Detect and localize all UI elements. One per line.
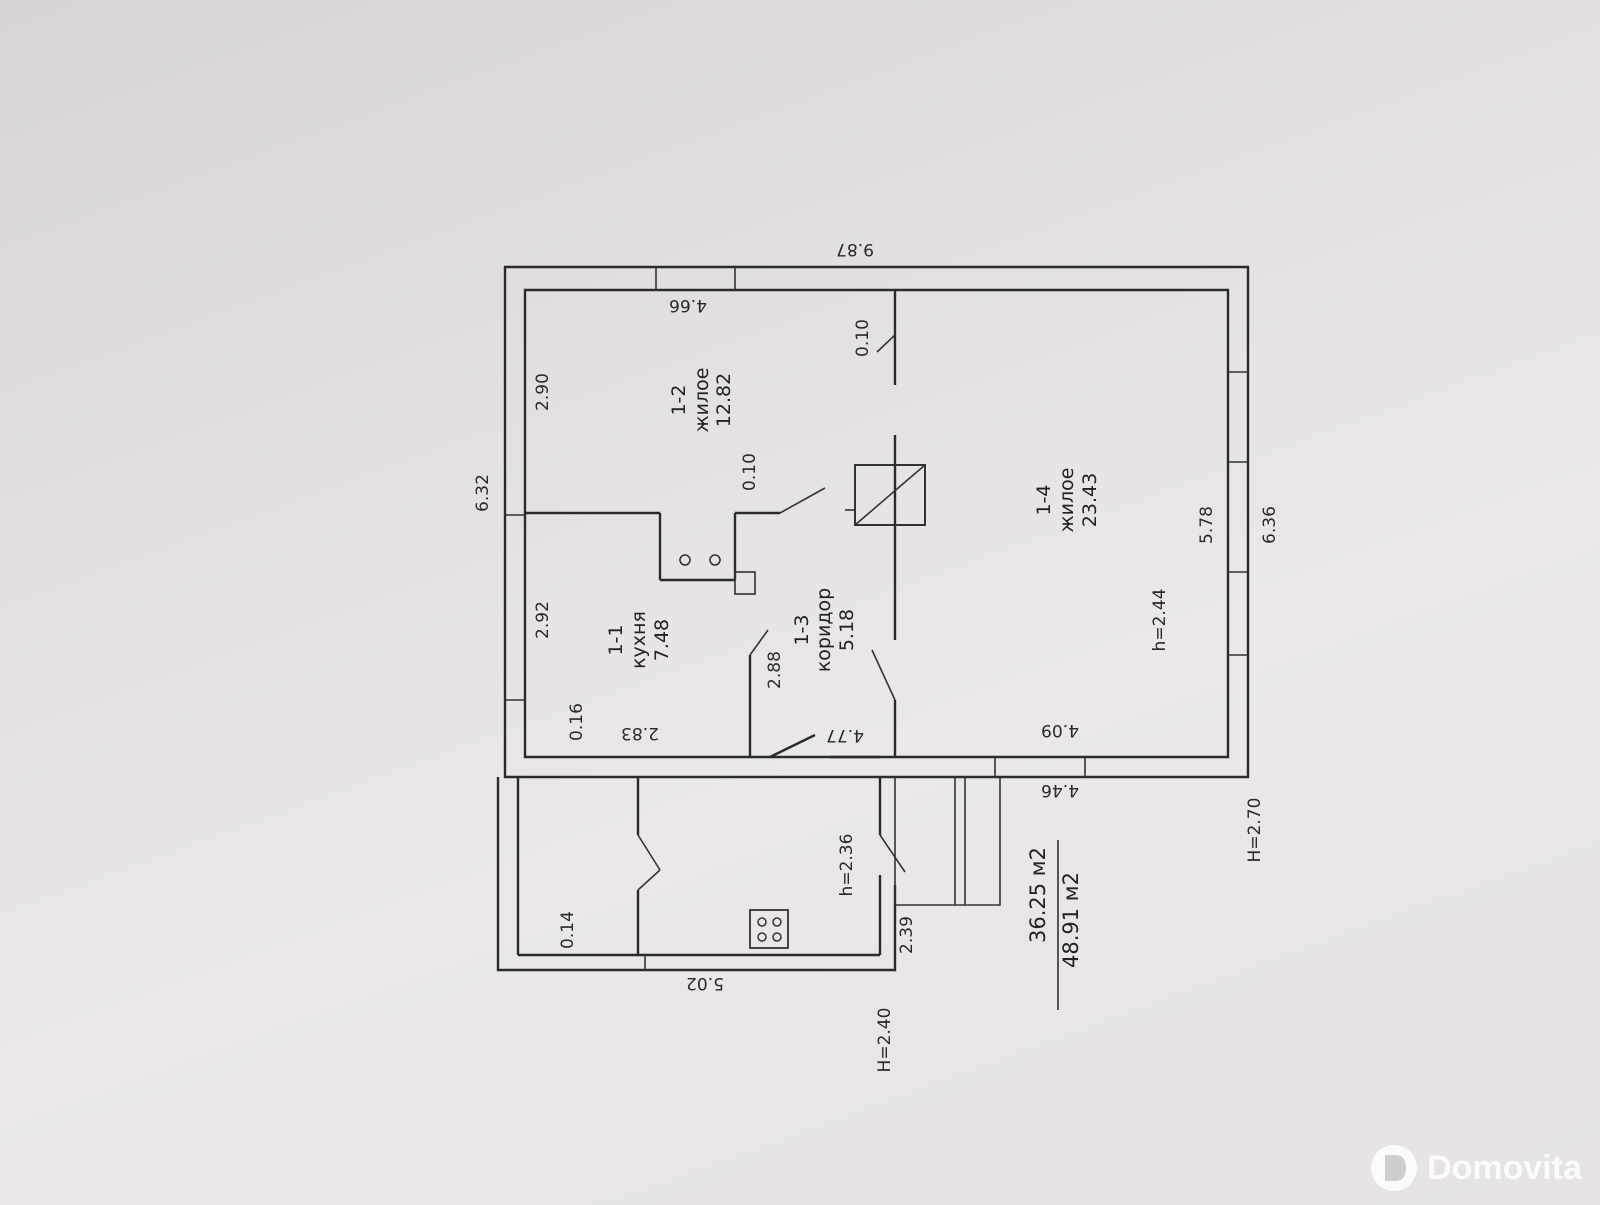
dim-446: 4.46 [1041, 780, 1079, 800]
dim-409: 4.09 [1041, 720, 1079, 740]
room-1-1-id: 1-1 [605, 624, 627, 655]
dim-288: 2.88 [765, 651, 785, 689]
dim-010-b: 0.10 [740, 453, 760, 491]
height-right: H=2.70 [1245, 798, 1265, 863]
exterior-walls [503, 265, 1250, 779]
dim-290: 2.90 [533, 373, 553, 411]
overall-top-width: 9.87 [836, 239, 874, 259]
room-1-4-id: 1-4 [1033, 484, 1055, 515]
dim-283: 2.83 [621, 723, 659, 743]
dim-010-a: 0.10 [853, 319, 873, 357]
total-living-area: 36.25 м2 [1026, 847, 1050, 943]
room-1-4-area: 23.43 [1079, 473, 1101, 527]
dim-239: 2.39 [897, 916, 917, 954]
room-1-2-id: 1-2 [668, 384, 690, 415]
dim-502: 5.02 [686, 973, 724, 993]
interior-walls [525, 290, 926, 759]
room-1-1-name: кухня [628, 611, 650, 669]
height-left: H=2.40 [875, 1008, 895, 1073]
watermark-text: Domovita [1427, 1148, 1582, 1187]
height-annex: h=2.36 [837, 834, 857, 897]
dim-578: 5.78 [1197, 506, 1217, 544]
height-main: h=2.44 [1150, 589, 1170, 652]
annex-walls [496, 777, 1001, 972]
watermark: Domovita [1369, 1143, 1582, 1193]
room-1-2-name: жилое [691, 368, 713, 433]
room-1-3-area: 5.18 [836, 609, 858, 651]
dim-477: 4.77 [826, 725, 864, 745]
room-1-4-name: жилое [1056, 468, 1078, 533]
room-1-3-id: 1-3 [791, 614, 813, 645]
total-area: 48.91 м2 [1059, 872, 1083, 968]
room-1-2-area: 12.82 [713, 373, 735, 427]
domovita-logo-icon [1371, 1145, 1418, 1191]
dim-014: 0.14 [558, 911, 578, 949]
overall-left-height: 6.32 [473, 474, 493, 512]
dim-466: 4.66 [669, 295, 707, 315]
dim-292: 2.92 [533, 601, 553, 639]
room-1-1-area: 7.48 [651, 619, 673, 661]
overall-right-height: 6.36 [1260, 506, 1280, 544]
room-1-3-name: коридор [813, 588, 835, 672]
dim-016: 0.16 [567, 703, 587, 741]
labels: 9.87 6.32 6.36 4.66 0.10 2.90 0.10 1-2 ж… [473, 239, 1280, 1072]
